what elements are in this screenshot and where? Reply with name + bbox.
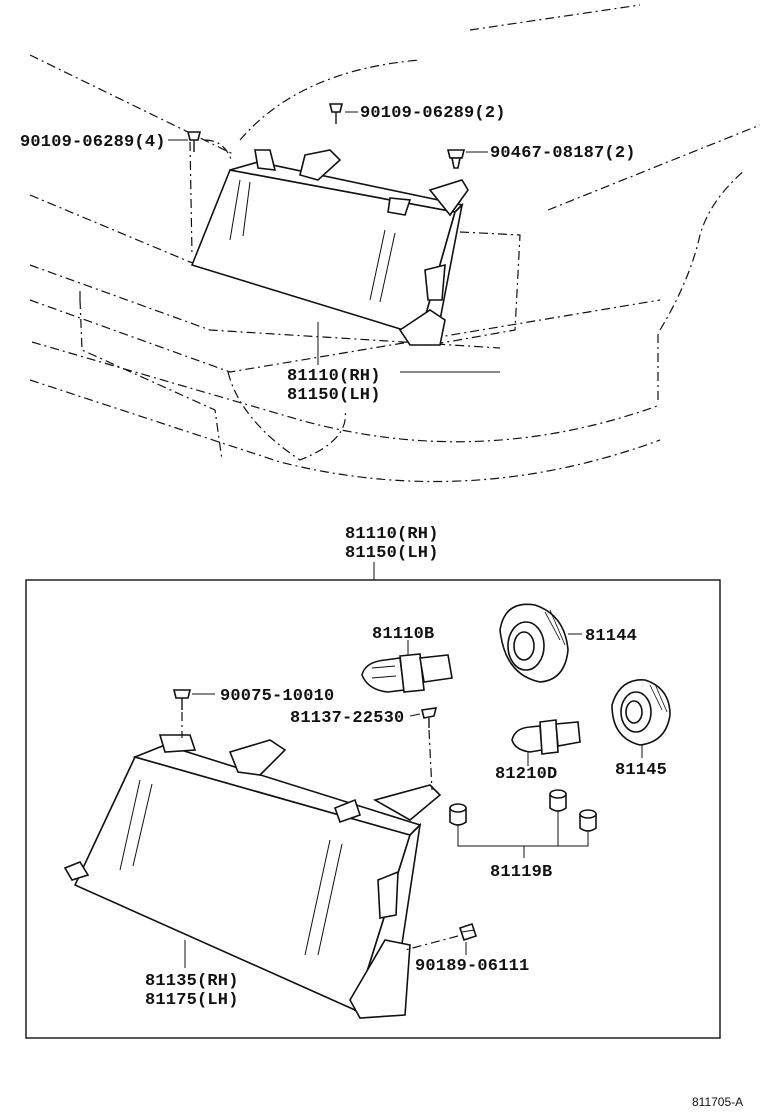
label-bolt-top: 90109-06289(2) — [360, 104, 506, 123]
bulb-icon-81110b — [361, 653, 453, 693]
label-clip-right: 90467-08187(2) — [490, 144, 636, 163]
clip-icon-81137 — [421, 707, 438, 728]
label-bolt-left: 90109-06289(4) — [20, 133, 166, 152]
socket-cover-icon-81144 — [499, 603, 569, 683]
grommet-icons-81119b — [449, 789, 597, 832]
label-socket-cover-81144: 81144 — [585, 627, 637, 646]
screw-icon-90075 — [172, 689, 192, 710]
clip-center-line — [428, 729, 433, 791]
label-bulb-81110b: 81110B — [372, 625, 434, 644]
label-housing-rh: 81135(RH) — [145, 972, 239, 991]
vehicle-body-outline — [29, 4, 760, 483]
label-grommet: 81119B — [490, 863, 552, 882]
nut-icon-90189 — [458, 922, 478, 942]
label-socket-cover-81145: 81145 — [615, 761, 667, 780]
top-headlamp-assembly — [190, 149, 469, 346]
label-clip-small: 81137-22530 — [290, 709, 404, 728]
figure-code: 811705-A — [692, 1095, 743, 1109]
clip-icon-right — [446, 149, 466, 169]
label-housing-lh: 81175(LH) — [145, 991, 239, 1010]
label-screw: 90075-10010 — [220, 687, 334, 706]
leader-grommets — [457, 812, 589, 858]
headlamp-housing — [63, 734, 442, 1019]
label-top-assembly-lh: 81150(LH) — [287, 386, 381, 405]
label-box-assembly-rh: 81110(RH) — [345, 525, 439, 544]
bulb-icon-81210d — [511, 719, 581, 755]
bolt-icon-top — [328, 103, 344, 124]
nut-center-line — [404, 935, 459, 951]
parts-box-frame — [25, 579, 721, 1039]
label-box-assembly-lh: 81150(LH) — [345, 544, 439, 563]
label-nut: 90189-06111 — [415, 957, 529, 976]
bolt-icon-left — [186, 131, 202, 152]
leader-clip-small — [409, 713, 421, 717]
label-bulb-81210d: 81210D — [495, 765, 557, 784]
socket-cover-icon-81145 — [611, 679, 671, 746]
label-top-assembly-rh: 81110(RH) — [287, 367, 381, 386]
